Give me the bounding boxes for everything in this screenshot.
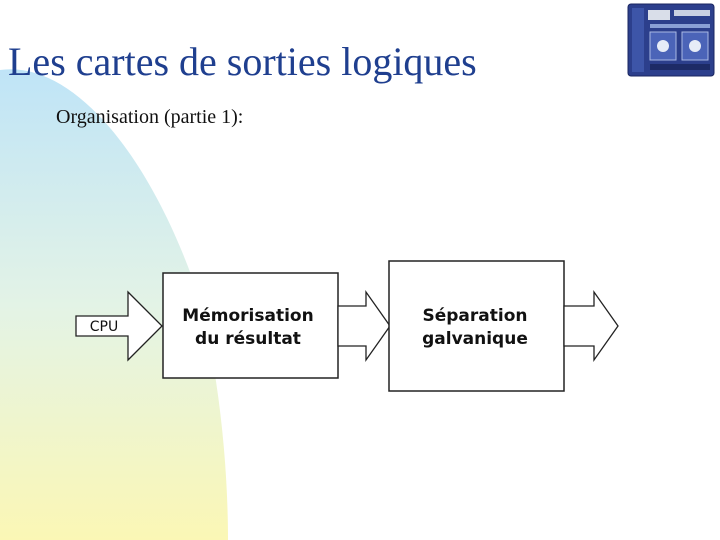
slide-title: Les cartes de sorties logiques [8, 39, 477, 84]
cpu-input-arrow [75, 290, 163, 362]
plc-module-image [627, 3, 715, 77]
memorisation-block [162, 272, 339, 379]
memorisation-label-line1: Mémorisation [182, 306, 313, 326]
slide-subtitle: Organisation (partie 1): [56, 106, 244, 128]
cpu-label: CPU [90, 319, 118, 335]
memorisation-label-line2: du résultat [195, 329, 301, 349]
separation-label-line2: galvanique [422, 329, 528, 349]
output-arrow [563, 289, 619, 363]
separation-label-line1: Séparation [422, 306, 527, 326]
separation-block [388, 260, 565, 392]
transfer-arrow [337, 289, 391, 363]
